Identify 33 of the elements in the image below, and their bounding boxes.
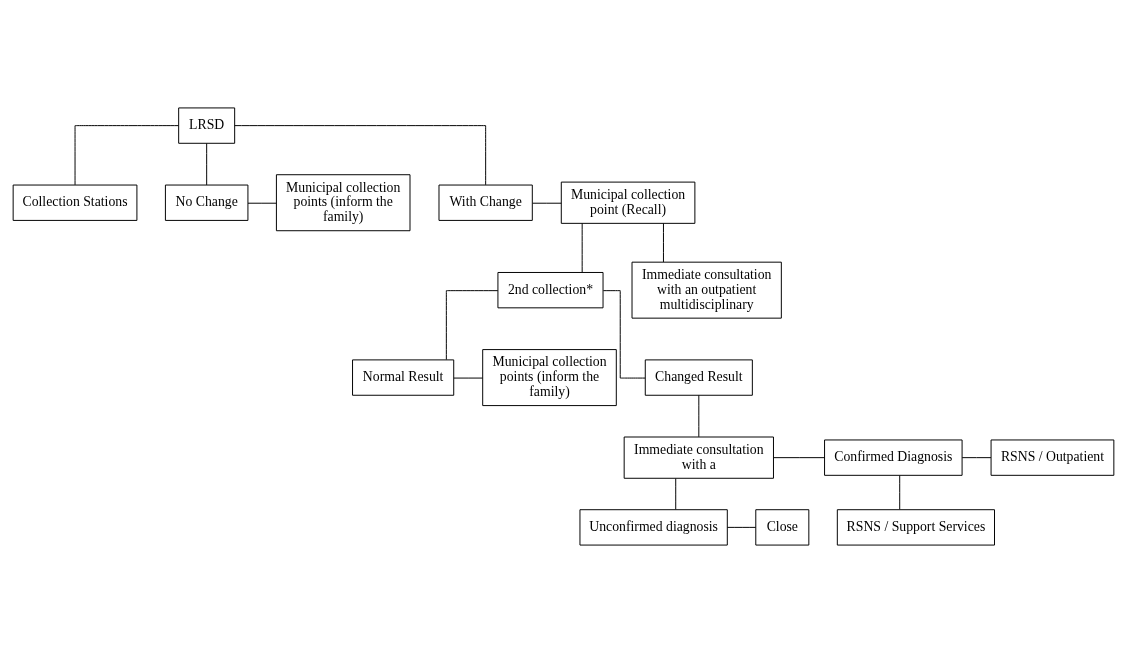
node-box: Municipal collection points (inform the family) <box>482 349 617 407</box>
node-box: Changed Result <box>644 359 753 396</box>
connector <box>662 222 664 263</box>
node-box: RSNS / Outpatient <box>990 439 1115 476</box>
node-box: RSNS / Support Services <box>836 509 995 546</box>
connector <box>899 475 901 510</box>
connector <box>532 202 562 204</box>
node-box: Municipal collection points (inform the family) <box>275 174 411 232</box>
node-box: Immediate consultation with a <box>623 436 774 479</box>
node-box: LRSD <box>178 107 236 144</box>
connector <box>773 457 825 459</box>
connector <box>234 125 487 186</box>
node-box: Normal Result <box>352 359 455 396</box>
connector <box>726 526 757 528</box>
connector <box>74 125 179 186</box>
node-box: Close <box>755 509 810 546</box>
connector <box>602 290 646 379</box>
connector <box>206 143 208 186</box>
node-box: Immediate consultation with an outpatient multidisciplinary <box>631 261 782 319</box>
node-box: Confirmed Diagnosis <box>824 439 963 476</box>
connector <box>698 394 700 438</box>
node-box: With Change <box>438 184 533 221</box>
connector <box>675 478 677 510</box>
node-box: Collection Stations <box>12 184 138 221</box>
connector <box>247 202 277 204</box>
connector <box>453 377 484 379</box>
node-box: Municipal collection point (Recall) <box>560 181 696 224</box>
connector <box>961 457 992 459</box>
node-box: No Change <box>164 184 249 221</box>
node-box: Unconfirmed diagnosis <box>579 509 728 546</box>
node-box: 2nd collection* <box>497 272 604 309</box>
connector <box>581 222 583 273</box>
connector <box>445 290 499 361</box>
